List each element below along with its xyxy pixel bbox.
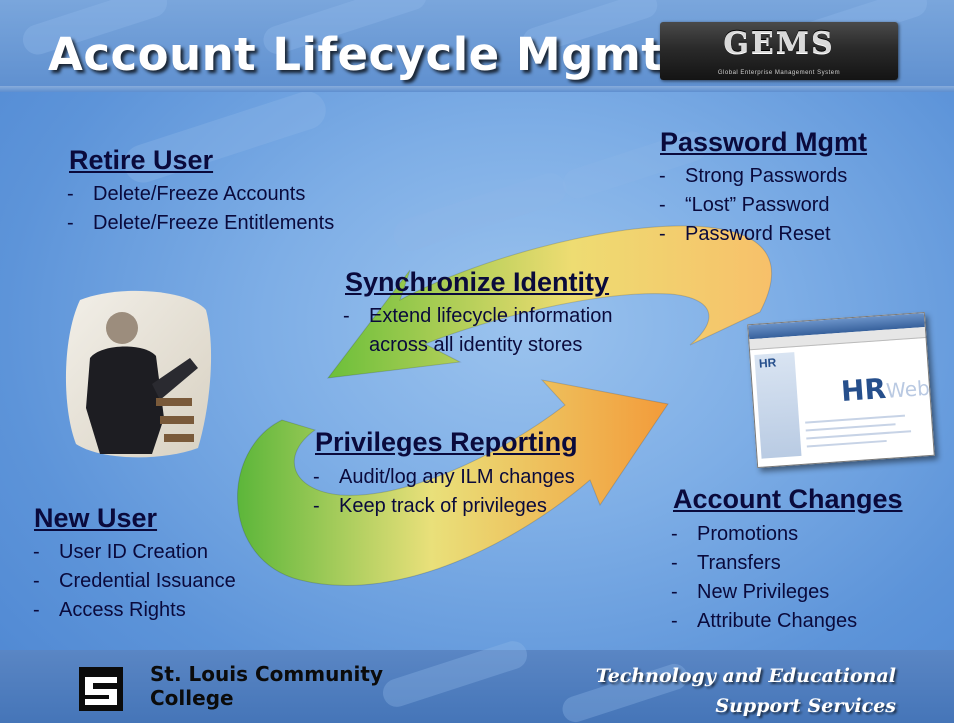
new-user-heading: New User [34,503,158,533]
college-name: St. Louis Community College [150,662,383,710]
person-photo [65,290,212,458]
college-logo-icon [79,667,123,711]
hrweb-screenshot: HR HRWeb [747,311,935,469]
list-item: Password Reset [659,220,847,249]
text-line [805,414,906,424]
privileges-reporting-list: Audit/log any ILM changes Keep track of … [313,463,575,521]
password-mgmt-list: Strong Passwords “Lost” Password Passwor… [659,162,847,249]
list-item: Delete/Freeze Entitlements [67,209,334,238]
list-item: “Lost” Password [659,191,847,220]
account-changes-list: Promotions Transfers New Privileges Attr… [671,520,857,636]
list-item: Credential Issuance [33,567,236,596]
gems-logo-subtitle: Global Enterprise Management System [717,70,841,76]
hrweb-logo: HRWeb [840,369,931,408]
list-item: Transfers [671,549,857,578]
department-name: Technology and Educational Support Servi… [596,661,896,721]
text-line [806,430,912,440]
list-item: User ID Creation [33,538,236,567]
new-user-list: User ID Creation Credential Issuance Acc… [33,538,236,625]
list-item: New Privileges [671,578,857,607]
gems-logo-text: GEMS [723,26,835,61]
list-item: Strong Passwords [659,162,847,191]
hrweb-small-logo: HR [758,355,777,371]
college-name-line2: College [150,686,234,710]
list-item: Attribute Changes [671,607,857,636]
privileges-reporting-heading: Privileges Reporting [315,427,578,457]
hrweb-brand-suffix: Web [885,375,931,403]
gems-logo: GEMS Global Enterprise Management System [660,22,898,80]
list-item: Audit/log any ILM changes [313,463,575,492]
account-changes-heading: Account Changes [673,484,903,514]
synchronize-identity-heading: Synchronize Identity [345,267,610,297]
list-item: Promotions [671,520,857,549]
synchronize-identity-list: Extend lifecycle information across all … [343,302,612,360]
retire-user-list: Delete/Freeze Accounts Delete/Freeze Ent… [67,180,334,238]
list-item: Delete/Freeze Accounts [67,180,334,209]
list-item-continued: across all identity stores [343,331,612,360]
college-name-line1: St. Louis Community [150,662,383,686]
department-line1: Technology and Educational [595,665,896,687]
hrweb-brand: HR [839,371,888,408]
list-item: Extend lifecycle information [343,302,612,331]
footer-band [0,637,954,723]
list-item: Keep track of privileges [313,492,575,521]
password-mgmt-heading: Password Mgmt [660,127,868,157]
list-item-text: across all identity stores [369,334,583,356]
slide-title: Account Lifecycle Mgmt [48,28,664,81]
list-item: Access Rights [33,596,236,625]
department-line2: Support Services [715,695,896,717]
text-line [805,423,896,432]
retire-user-heading: Retire User [69,145,214,175]
text-line [806,439,887,448]
